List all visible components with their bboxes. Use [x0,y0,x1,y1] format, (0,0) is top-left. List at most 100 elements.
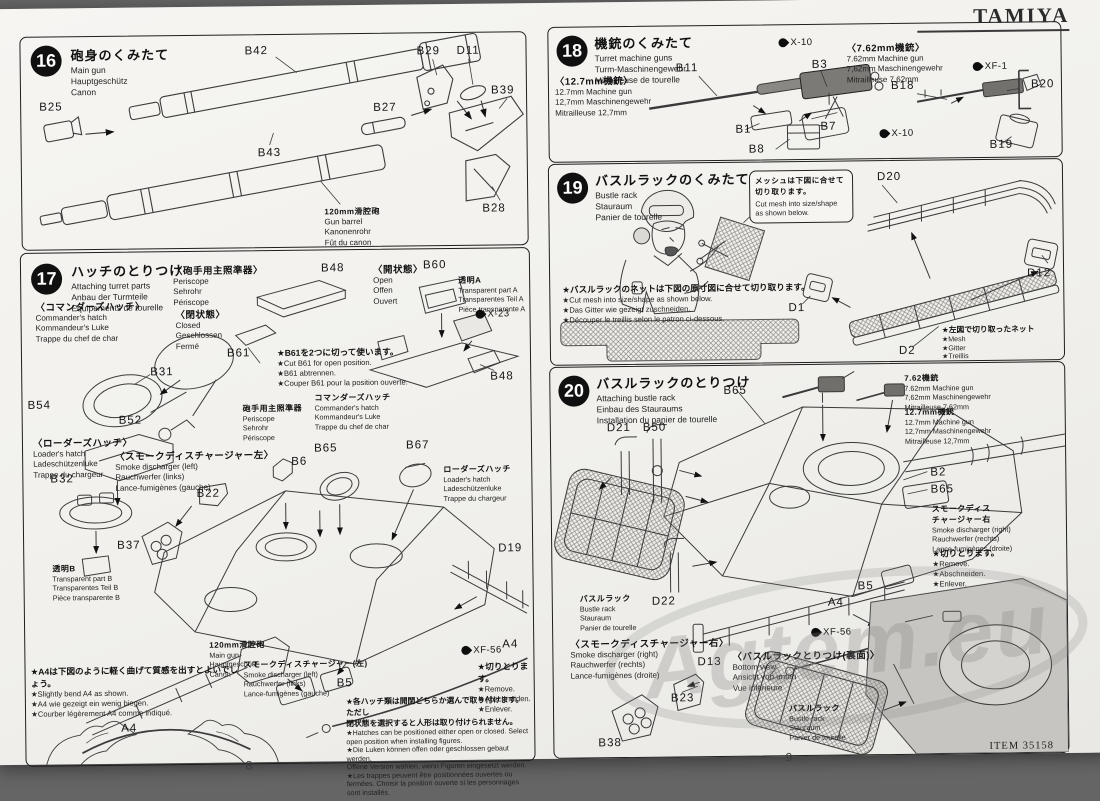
part-label-b5-20: B5 [858,580,874,592]
label-gun-barrel-jp: 120mm滑腔砲 [324,206,380,218]
step-18-title-jp: 機銃のくみたて [594,32,693,52]
label-jp: 〈コマンダーズハッチ〉 [35,298,145,313]
label-jp: 砲手用主照準器 [243,403,303,415]
paint-label: X-23 [487,308,509,319]
part-label-b54: B54 [27,400,51,412]
paint-callout-xf1: XF-1 [973,61,1008,72]
paint-drop-icon [459,644,472,657]
part-label-b27: B27 [373,102,397,114]
note-sub: ★Cut B61 for open position.★B61 abtrenne… [277,358,408,389]
part-label-b20: B20 [1031,78,1055,90]
part-label-b67: B67 [406,439,430,451]
part-label-b1: B1 [735,124,751,136]
page-number-left: 8 [246,758,253,772]
part-label-b25: B25 [39,101,63,113]
tamiya-logo: TAMIYA [917,3,1069,33]
part-label-b8: B8 [749,143,765,155]
bubble-jp: メッシュは下図に合せて 切り取ります。 [755,175,847,198]
part-label-b65-top: B65 [723,385,747,397]
label-jp: 120mm滑腔砲 [209,639,265,651]
part-label-b2: B2 [930,466,946,478]
paint-drop-icon [474,308,487,321]
paint-drop-icon [777,36,790,49]
part-label-b52: B52 [119,415,143,427]
part-label-b28: B28 [482,202,506,214]
note-cut-mesh: ★バスルラックのネットは下図の原寸図に合せて切り取ります。 ★Cut mesh … [562,281,810,325]
step-16-badge: 16 [30,45,61,76]
part-label-b65-right: B65 [930,483,954,495]
paint-label: X-10 [790,37,812,48]
item-number: ITEM 35158 [989,740,1054,752]
part-label-b18: B18 [891,80,915,92]
page-number-right: 9 [785,750,792,764]
part-label-b43: B43 [258,147,282,159]
paint-callout-xf56-20: XF-56 [811,626,851,637]
step-19-badge: 19 [557,172,588,203]
part-label-b31: B31 [150,366,174,378]
step-16-title-jp: 砲身のくみたて [70,44,169,64]
label-jp: 透明B [52,563,119,575]
part-label-b6: B6 [291,456,307,468]
label-jp: 〈スモークディスチャージャー右〉 [570,635,729,651]
label-jp: バスルラック [580,593,636,605]
label-sub: Smoke discharger (right)Rauchwerfer (rec… [570,649,729,682]
part-label-b32: B32 [50,473,74,485]
bubble-en: Cut mesh into size/shape as shown below. [755,199,847,219]
part-label-d19: D19 [498,542,522,554]
paint-label: X-10 [891,128,913,139]
part-label-b50: B50 [643,422,667,434]
label-jp: 〈閉状態〉 [175,307,225,322]
note-jp: ★左図で切り取ったネット [942,323,1035,335]
part-label-a4-20: A4 [828,597,844,609]
scanned-instruction-photo: { "brand": {"logo": "TAMIYA", "item": "I… [0,0,1100,763]
paint-label: XF-1 [985,61,1008,72]
part-label-d2: D2 [899,345,916,357]
note-jp: ★各ハッチ類は開閉どちらか選んで取り付けます。ただし 閉状態を選択すると人形は取… [346,694,530,729]
paint-callout-xf56: XF-56 [461,644,501,655]
part-label-b65: B65 [314,442,338,454]
part-label-b22: B22 [196,488,220,500]
label-jp: スモークディス チャージャー右 [932,503,1012,526]
part-label-b38: B38 [598,737,622,749]
part-label-b48-top: B48 [321,262,345,274]
note-jp: ★A4は下図のように軽く曲げて質感を出すとよいでしょう。 [30,663,245,689]
part-label-d11: D11 [456,45,479,57]
part-label-d20: D20 [877,171,901,183]
part-label-b42: B42 [244,45,268,57]
label-jp: 〈スモークディスチャージャー左〉 [115,447,274,463]
part-label-b11: B11 [676,62,699,74]
label-jp: バスルラック [789,703,845,715]
part-label-b3: B3 [812,59,828,71]
label-jp: 〈砲手用主照準器〉 [173,262,263,277]
note-cut-b61: ★B61を2つに切って使います。 ★Cut B61 for open posit… [277,346,408,389]
step-17-title-jp: ハッチのとりつけ [71,260,183,280]
label-smoke-right-small: スモークディス チャージャー右 Smoke discharger (right)… [932,503,1012,554]
paint-label: XF-56 [823,626,851,637]
